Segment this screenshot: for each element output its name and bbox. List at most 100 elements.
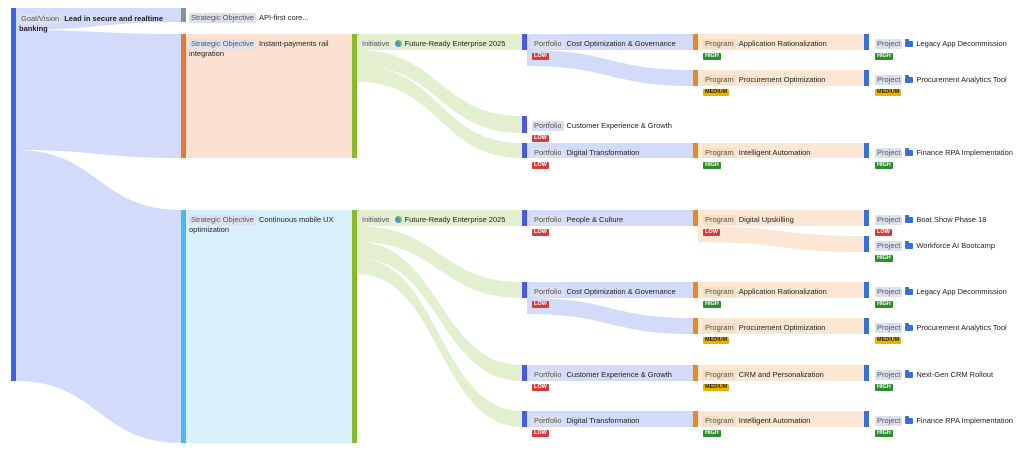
flow-initiative-portfolio xyxy=(357,50,522,133)
node-title: Future-Ready Enterprise 2025 xyxy=(404,215,506,224)
priority-badge: HIGH xyxy=(703,301,721,308)
node-title: Procurement Analytics Tool xyxy=(916,75,1007,84)
objective-node-bar[interactable] xyxy=(181,34,186,158)
portfolio-node-bar[interactable] xyxy=(522,116,527,133)
node-title: Finance RPA Implementation xyxy=(916,416,1013,425)
program-node-bar[interactable] xyxy=(693,34,698,50)
initiative-label[interactable]: Initiative Future-Ready Enterprise 2025 xyxy=(360,215,505,225)
objective-node-bar[interactable] xyxy=(181,210,186,443)
program-node-bar[interactable] xyxy=(693,282,698,298)
initiative-node-bar[interactable] xyxy=(352,34,357,158)
flow-program-project xyxy=(698,318,864,334)
project-node-bar[interactable] xyxy=(864,210,869,226)
node-title: Cost Optimization & Governance xyxy=(566,287,676,296)
flow-portfolio-program xyxy=(527,282,693,298)
project-node-bar[interactable] xyxy=(864,282,869,298)
node-type-tag: Project xyxy=(875,370,903,380)
program-node-bar[interactable] xyxy=(693,318,698,334)
project-node-bar[interactable] xyxy=(864,318,869,334)
flow-portfolio-program xyxy=(527,34,693,50)
program-node-bar[interactable] xyxy=(693,143,698,158)
priority-badge: LOW xyxy=(703,229,720,236)
portfolio-node-bar[interactable] xyxy=(522,143,527,158)
program-node-bar[interactable] xyxy=(693,210,698,226)
node-type-tag: Project xyxy=(875,39,903,49)
flow-goal-objective-3 xyxy=(16,150,181,443)
priority-badge: MEDIUM xyxy=(703,89,730,96)
program-node-bar[interactable] xyxy=(693,70,698,86)
priority-badge: LOW xyxy=(532,135,549,142)
project-node-bar[interactable] xyxy=(864,70,869,86)
portfolio-node-bar[interactable] xyxy=(522,365,527,381)
portfolio-node-bar[interactable] xyxy=(522,210,527,226)
node-title: Customer Experience & Growth xyxy=(566,370,672,379)
node-title: Application Rationalization xyxy=(738,287,827,296)
node-type-tag: Project xyxy=(875,241,903,251)
node-type-tag: Initiative xyxy=(360,215,392,225)
project-node-bar[interactable] xyxy=(864,236,869,252)
project-node-bar[interactable] xyxy=(864,34,869,50)
objective-node-bar[interactable] xyxy=(181,8,186,22)
goal-node-bar[interactable] xyxy=(11,8,16,381)
project-node-bar[interactable] xyxy=(864,365,869,381)
priority-badge: HIGH xyxy=(875,53,893,60)
priority-badge: MEDIUM xyxy=(875,89,902,96)
portfolio-node-bar[interactable] xyxy=(522,282,527,298)
priority-badge: LOW xyxy=(875,229,892,236)
flow-portfolio-program xyxy=(527,50,693,86)
project-node-bar[interactable] xyxy=(864,411,869,427)
portfolio-node-bar[interactable] xyxy=(522,411,527,427)
node-title: Digital Transformation xyxy=(566,148,640,157)
initiative-node-bar[interactable] xyxy=(352,210,357,443)
flow-goal-objective-2 xyxy=(16,30,181,158)
portfolio-node-bar[interactable] xyxy=(522,34,527,50)
node-title: Finance RPA Implementation xyxy=(916,148,1013,157)
program-node-bar[interactable] xyxy=(693,365,698,381)
priority-badge: LOW xyxy=(532,384,549,391)
node-type-tag: Program xyxy=(703,39,736,49)
project-node-bar[interactable] xyxy=(864,143,869,158)
globe-icon xyxy=(394,40,402,47)
priority-badge: MEDIUM xyxy=(703,337,730,344)
node-title: Application Rationalization xyxy=(738,39,827,48)
node-type-tag: Project xyxy=(875,215,903,225)
flow-portfolio-program xyxy=(527,143,693,158)
program-node-bar[interactable] xyxy=(693,411,698,427)
folder-icon xyxy=(905,148,914,156)
flow-objective-initiative-1 xyxy=(186,34,352,158)
node-title: Procurement Optimization xyxy=(738,323,826,332)
node-title: CRM and Personalization xyxy=(738,370,824,379)
priority-badge: MEDIUM xyxy=(703,384,730,391)
node-title: Future-Ready Enterprise 2025 xyxy=(404,39,506,48)
